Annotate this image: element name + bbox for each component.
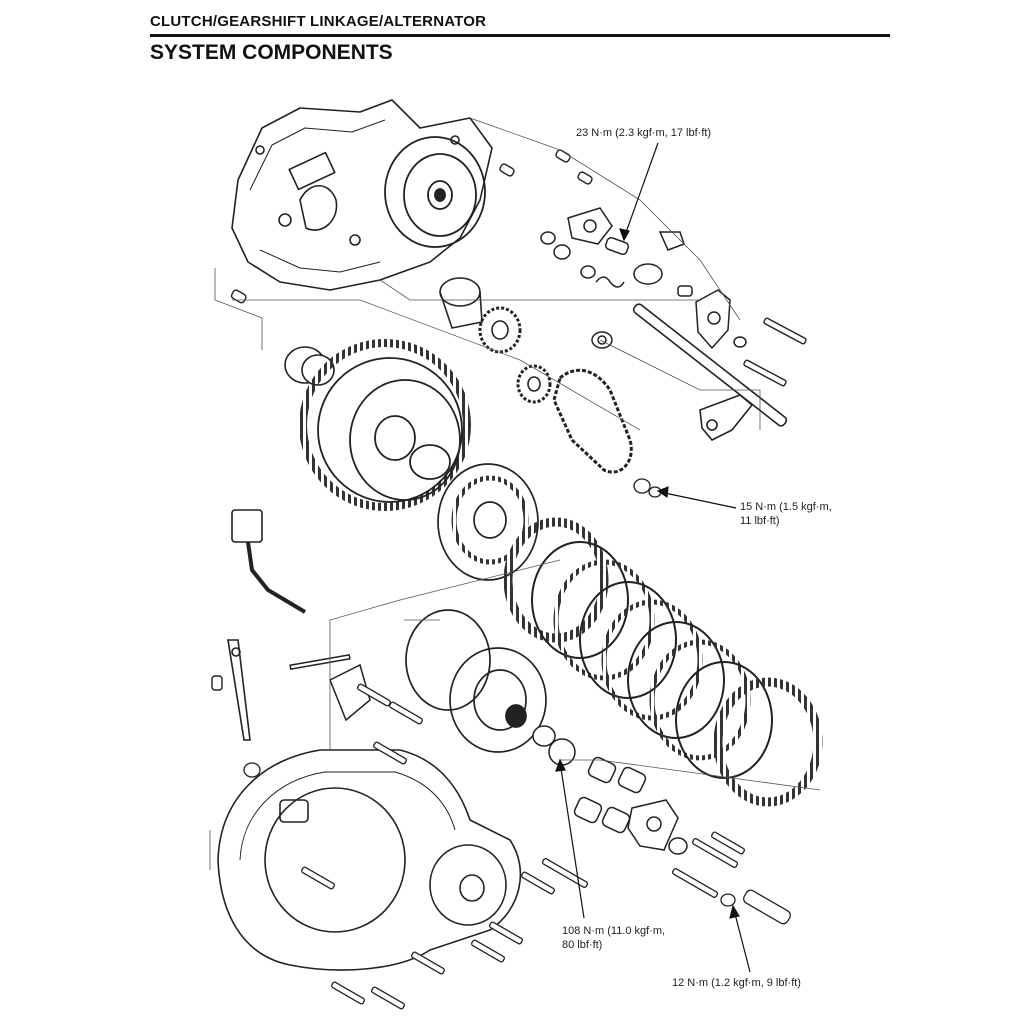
- pressure-plate: [405, 609, 547, 753]
- clutch-center: [437, 463, 539, 581]
- right-crankcase-cover: [217, 749, 522, 971]
- torque-text: 80 lbf·ft): [562, 939, 603, 951]
- dowel-pins: [211, 149, 593, 691]
- oil-pump-drive: [439, 277, 633, 474]
- clutch-lifter: [289, 653, 576, 766]
- torque-text: 15 N·m (1.5 kgf·m,: [740, 501, 832, 513]
- page-title: SYSTEM COMPONENTS: [150, 41, 393, 64]
- torque-callout-12nm: 12 N·m (1.2 kgf·m, 9 lbf·ft): [672, 976, 801, 990]
- clutch-springs: [573, 756, 688, 855]
- alternator-rotor: [384, 136, 486, 248]
- clutch-outer: [299, 339, 471, 511]
- torque-text: 11 lbf·ft): [740, 515, 780, 527]
- torque-text: 12 N·m (1.2 kgf·m, 9 lbf·ft): [672, 977, 801, 989]
- page-header: CLUTCH/GEARSHIFT LINKAGE/ALTERNATOR SYST…: [150, 12, 890, 66]
- callout-leaders: [555, 142, 751, 973]
- gearshift-linkage-parts: [540, 207, 747, 350]
- crankcase-housing: [231, 99, 493, 291]
- torque-callout-108nm: 108 N·m (11.0 kgf·m, 80 lbf·ft): [562, 924, 665, 952]
- gearshift-spindle: [632, 303, 788, 441]
- clutch-plates-stack: [503, 517, 823, 807]
- bolts-upper-right: [743, 317, 807, 387]
- cover-bolts: [243, 478, 791, 1010]
- torque-callout-15nm: 15 N·m (1.5 kgf·m, 11 lbf·ft): [740, 500, 832, 528]
- assembly-guide-lines: [209, 117, 821, 870]
- section-label: CLUTCH/GEARSHIFT LINKAGE/ALTERNATOR: [150, 13, 487, 30]
- torque-text: 108 N·m (11.0 kgf·m,: [562, 925, 666, 937]
- torque-callout-23nm: 23 N·m (2.3 kgf·m, 17 lbf·ft): [576, 126, 711, 140]
- header-rule: [150, 34, 890, 37]
- clutch-cable-arm: [227, 509, 307, 741]
- torque-text: 23 N·m (2.3 kgf·m, 17 lbf·ft): [576, 127, 712, 139]
